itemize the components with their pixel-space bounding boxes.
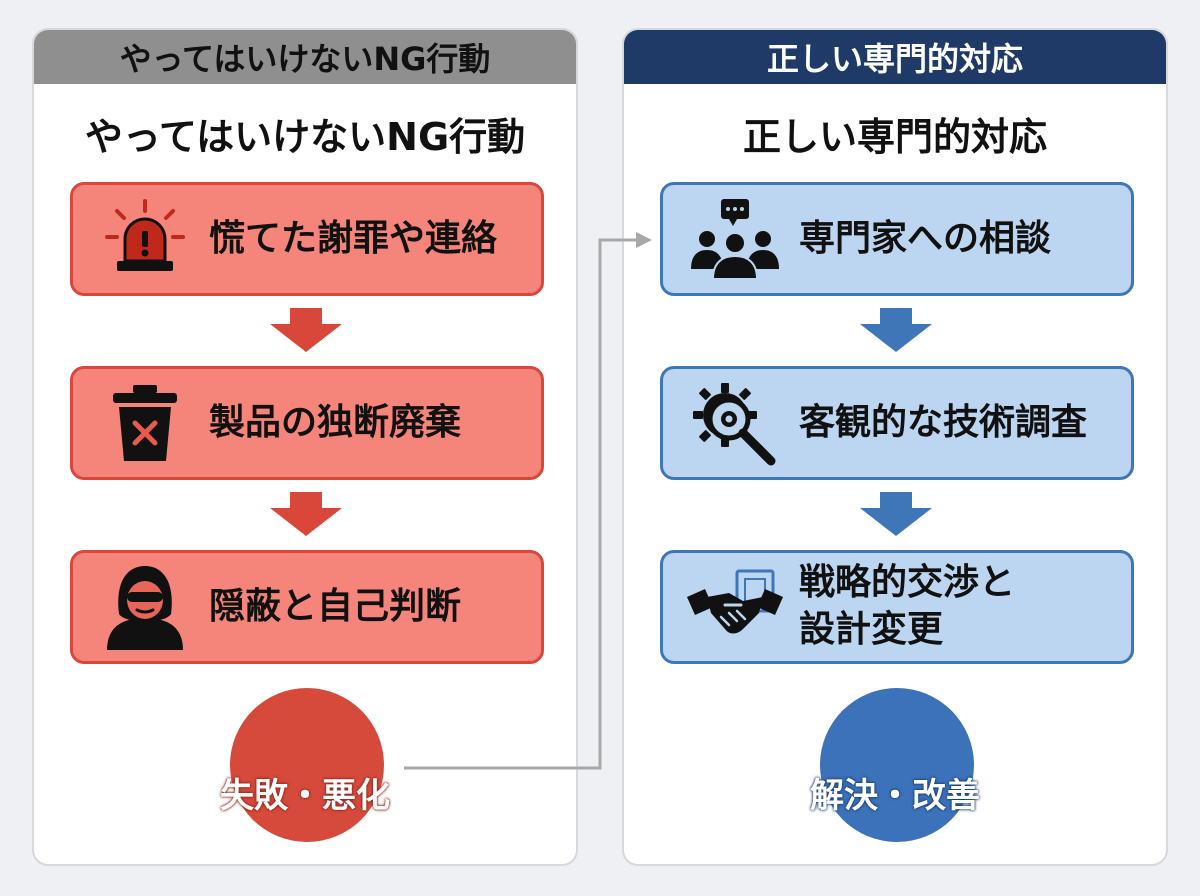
trash-can-icon xyxy=(95,369,195,477)
correct-response-panel: 正しい専門的対応 正しい専門的対応 専門家への相談 xyxy=(622,28,1168,866)
ng-step-panic-apology: 慌てた謝罪や連絡 xyxy=(70,182,544,296)
correct-step-expert-consultation: 専門家への相談 xyxy=(660,182,1134,296)
ng-step-label: 製品の独断廃棄 xyxy=(209,401,462,443)
failure-circle xyxy=(230,688,384,842)
ng-subtitle: やってはいけないNG行動 xyxy=(84,115,526,159)
correct-step-label: 専門家への相談 xyxy=(799,217,1052,259)
alarm-light-icon xyxy=(95,185,195,293)
hooded-person-icon xyxy=(95,553,195,661)
ng-banner: やってはいけないNG行動 xyxy=(34,30,576,84)
correct-step-label: 客観的な技術調査 xyxy=(799,401,1088,443)
people-consultation-icon xyxy=(685,185,785,293)
success-circle xyxy=(820,688,974,842)
ng-actions-panel: やってはいけないNG行動 やってはいけないNG行動 慌てた謝罪や連絡 xyxy=(32,28,578,866)
correct-step-technical-investigation: 客観的な技術調査 xyxy=(660,366,1134,480)
ng-step-concealment: 隠蔽と自己判断 xyxy=(70,550,544,664)
ng-step-label: 慌てた謝罪や連絡 xyxy=(209,217,498,259)
down-arrow-icon xyxy=(270,308,342,352)
success-label: 解決・改善 xyxy=(810,776,980,816)
ng-step-unilateral-disposal: 製品の独断廃棄 xyxy=(70,366,544,480)
gear-magnifier-icon xyxy=(685,369,785,477)
down-arrow-icon xyxy=(860,492,932,536)
correct-step-label: 戦略的交渉と 設計変更 xyxy=(799,562,1016,650)
failure-label: 失敗・悪化 xyxy=(220,776,390,816)
ng-step-label: 隠蔽と自己判断 xyxy=(209,585,462,627)
correct-subtitle: 正しい専門的対応 xyxy=(742,115,1047,159)
handshake-icon xyxy=(685,553,785,661)
down-arrow-icon xyxy=(860,308,932,352)
down-arrow-icon xyxy=(270,492,342,536)
correct-step-negotiation-redesign: 戦略的交渉と 設計変更 xyxy=(660,550,1134,664)
correct-banner: 正しい専門的対応 xyxy=(624,30,1166,84)
